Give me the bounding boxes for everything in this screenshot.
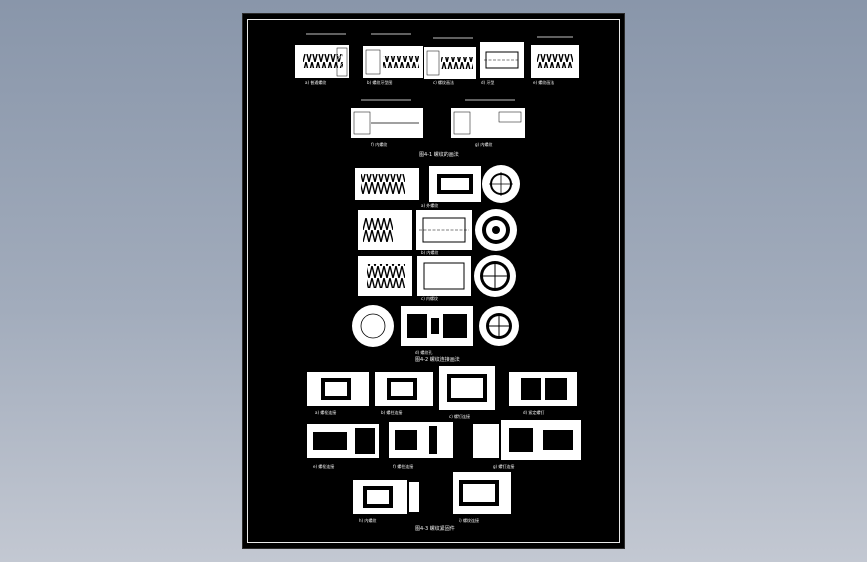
- thread-view-e: [531, 36, 579, 78]
- thread-view-d: [480, 42, 524, 78]
- caption-5b: b) 螺柱连接: [381, 409, 402, 415]
- caption-7i: i) 螺纹连接: [459, 517, 479, 523]
- group2-views: a) 外螺纹 b) 内螺纹 c) 内螺纹: [352, 165, 520, 363]
- drawing-frame: [247, 19, 620, 543]
- caption-g2b: b) 内螺纹: [421, 249, 438, 255]
- caption-g2a: a) 外螺纹: [421, 202, 438, 208]
- caption-6f: f) 螺柱连接: [393, 463, 413, 469]
- figure-caption-2: 图4-2 螺纹连接画法: [415, 356, 460, 363]
- caption-7h: h) 内螺纹: [359, 517, 376, 523]
- caption-g2d: d) 螺纹孔: [415, 349, 432, 355]
- caption-1e: e) 螺纹画法: [533, 79, 554, 85]
- caption-1a: a) 普通螺纹: [305, 79, 326, 85]
- caption-5d: d) 紧定螺钉: [523, 409, 544, 415]
- caption-1c: c) 螺纹画法: [433, 79, 454, 85]
- thread-view-a: [295, 33, 349, 78]
- row1-thread-views: a) 普通螺纹 b) 螺纹牙型图 c) 螺纹画法 d) 牙型 e) 螺纹画法: [295, 33, 579, 85]
- cad-drawing: a) 普通螺纹 b) 螺纹牙型图 c) 螺纹画法 d) 牙型 e) 螺纹画法 f…: [295, 33, 581, 532]
- thread-view-b: [363, 33, 423, 78]
- row5-fasteners: a) 螺栓连接 b) 螺柱连接 c) 螺钉连接 d) 紧定螺钉: [307, 366, 577, 419]
- caption-1d: d) 牙型: [481, 79, 494, 85]
- caption-6e: e) 螺栓连接: [313, 463, 334, 469]
- caption-5c: c) 螺钉连接: [449, 413, 470, 419]
- row7-fasteners: h) 内螺纹 i) 螺纹连接 图4-3 螺纹紧固件: [353, 472, 511, 532]
- row2-internal-threads: f) 内螺纹 g) 内螺纹 图4-1 螺纹的画法: [351, 99, 525, 158]
- caption-5a: a) 螺栓连接: [315, 409, 336, 415]
- caption-g2c: c) 内螺纹: [421, 295, 438, 301]
- caption-2f: f) 内螺纹: [371, 141, 387, 147]
- caption-6g: g) 螺钉连接: [493, 463, 514, 469]
- thread-view-c: [424, 37, 476, 79]
- caption-2g: g) 内螺纹: [475, 141, 492, 147]
- figure-caption-1: 图4-1 螺纹的画法: [419, 151, 459, 158]
- drawing-sheet: a) 普通螺纹 b) 螺纹牙型图 c) 螺纹画法 d) 牙型 e) 螺纹画法 f…: [242, 13, 625, 549]
- figure-caption-3: 图4-3 螺纹紧固件: [415, 525, 455, 532]
- row6-fasteners: e) 螺栓连接 f) 螺柱连接 g) 螺钉连接: [307, 420, 581, 469]
- caption-1b: b) 螺纹牙型图: [367, 79, 392, 85]
